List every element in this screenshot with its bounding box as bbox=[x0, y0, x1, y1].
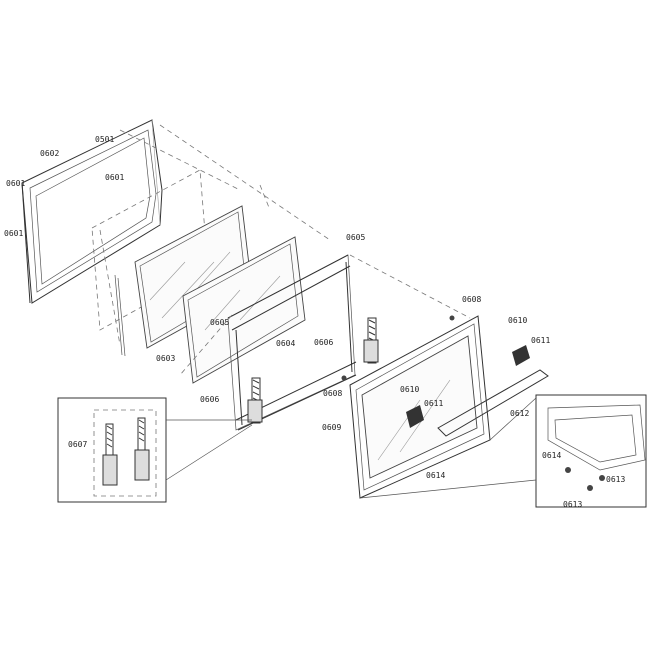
label-0608-b: 0608 bbox=[323, 389, 342, 398]
hinge-right bbox=[363, 317, 379, 364]
label-0613-b: 0613 bbox=[563, 500, 582, 509]
label-0606-a: 0606 bbox=[314, 338, 333, 347]
label-0610-b: 0610 bbox=[400, 385, 419, 394]
hinge-detail-inset bbox=[57, 397, 253, 503]
screw-0608-b bbox=[341, 375, 347, 381]
label-0605-b: 0605 bbox=[210, 318, 229, 327]
label-0614-a: 0614 bbox=[426, 471, 445, 480]
dashed-gasket-frame bbox=[91, 169, 209, 357]
label-0606-b: 0606 bbox=[200, 395, 219, 404]
label-0601-b: 0601 bbox=[105, 173, 124, 182]
label-0611-a: 0611 bbox=[531, 336, 550, 345]
part-labels: 0501 0602 0601 0601 0601 0605 0605 0603 … bbox=[4, 135, 625, 509]
handle-mount-right bbox=[512, 345, 530, 366]
label-0612: 0612 bbox=[510, 409, 529, 418]
label-0611-b: 0611 bbox=[424, 399, 443, 408]
hinge-left bbox=[247, 377, 263, 424]
label-0601-c: 0601 bbox=[4, 229, 23, 238]
label-0604: 0604 bbox=[276, 339, 295, 348]
label-0602: 0602 bbox=[40, 149, 59, 158]
label-0605-a: 0605 bbox=[346, 233, 365, 242]
label-0610-a: 0610 bbox=[508, 316, 527, 325]
alignment-lines bbox=[119, 124, 471, 319]
label-0601-a: 0601 bbox=[6, 179, 25, 188]
label-0609: 0609 bbox=[322, 423, 341, 432]
outer-door-frame bbox=[21, 119, 163, 304]
label-0603: 0603 bbox=[156, 354, 175, 363]
label-0613-a: 0613 bbox=[606, 475, 625, 484]
inner-door-frame bbox=[179, 254, 357, 431]
label-0608-a: 0608 bbox=[462, 295, 481, 304]
handle-mount-left bbox=[406, 405, 424, 428]
bracket-detail-inset bbox=[359, 394, 647, 508]
screw-0608-a bbox=[449, 315, 455, 321]
label-0607: 0607 bbox=[68, 440, 87, 449]
door-handle bbox=[437, 369, 549, 437]
label-0614-b: 0614 bbox=[542, 451, 561, 460]
label-0501: 0501 bbox=[95, 135, 114, 144]
